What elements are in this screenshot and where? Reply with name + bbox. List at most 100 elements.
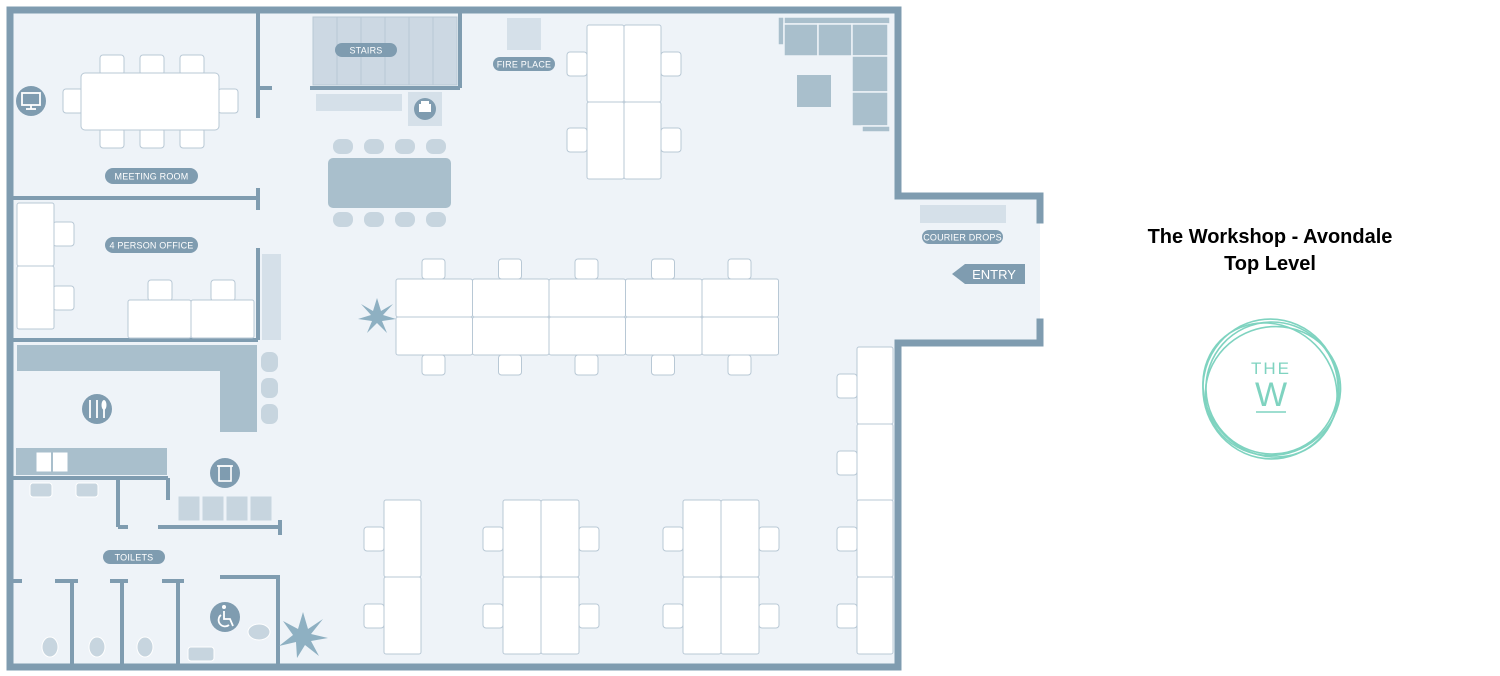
desk (502, 576, 542, 655)
label-fire-place: FIRE PLACE (493, 57, 555, 71)
chair (727, 354, 752, 376)
desk (540, 499, 580, 578)
desk (472, 278, 550, 318)
desk-group (363, 24, 894, 655)
storage-cabinet (262, 254, 281, 340)
lounge-sofa (777, 16, 891, 133)
chair (758, 603, 780, 629)
chair (727, 258, 752, 280)
coffee-table (797, 75, 831, 107)
chair (578, 603, 600, 629)
desk (586, 24, 625, 103)
printer-icon (414, 98, 436, 120)
chair (660, 51, 682, 77)
chair (651, 258, 675, 280)
desk (623, 101, 662, 180)
chair (578, 526, 600, 552)
entry-sign: ENTRY (952, 264, 1025, 284)
wheelchair-icon (210, 602, 240, 632)
map-subtitle: Top Level (1224, 253, 1316, 275)
svg-text:TOILETS: TOILETS (115, 553, 154, 563)
desk (856, 499, 894, 578)
logo-text-w: W (1255, 376, 1287, 414)
svg-text:COURIER DROPS: COURIER DROPS (923, 233, 1002, 243)
chair (836, 373, 858, 399)
desk (548, 278, 626, 318)
chair (662, 526, 684, 552)
label-stairs: STAIRS (335, 43, 397, 57)
chair (651, 354, 675, 376)
svg-text:ENTRY: ENTRY (972, 267, 1016, 282)
desk (472, 316, 550, 356)
desk (502, 499, 542, 578)
chair (498, 354, 522, 376)
map-title: The Workshop - Avondale (1147, 226, 1393, 248)
kitchen-stools (261, 352, 278, 424)
interior-walls (13, 13, 462, 664)
chair (574, 258, 599, 280)
chair (363, 526, 385, 552)
office-furniture (16, 202, 255, 339)
chair (836, 450, 858, 476)
bench-stools (333, 139, 446, 227)
chair (498, 258, 522, 280)
desk (395, 316, 473, 356)
chair (836, 526, 858, 552)
chair (566, 51, 588, 77)
fire-place (507, 18, 541, 50)
kitchen-cutlery-icon (82, 394, 112, 424)
desk (625, 278, 703, 318)
desk (540, 576, 580, 655)
lockers (177, 495, 273, 522)
chair (482, 526, 504, 552)
chair (836, 603, 858, 629)
desk (395, 278, 473, 318)
stair-landing (316, 94, 402, 111)
toilet-fixtures (29, 482, 271, 662)
label-toilets: TOILETS (103, 550, 165, 564)
chair (363, 603, 385, 629)
desk (383, 576, 422, 655)
desk (701, 278, 779, 318)
monitor-icon (16, 86, 46, 116)
label-meeting-room: MEETING ROOM (105, 168, 198, 184)
courier-shelf (920, 205, 1006, 223)
svg-text:4 PERSON OFFICE: 4 PERSON OFFICE (109, 241, 193, 251)
desk (623, 24, 662, 103)
plant-icon (279, 612, 328, 658)
meeting-table (80, 72, 220, 131)
desk (720, 499, 760, 578)
desk (856, 576, 894, 655)
desk (383, 499, 422, 578)
label-courier-drops: COURIER DROPS (922, 230, 1003, 244)
bench-table (328, 158, 451, 208)
desk (856, 423, 894, 502)
desk (682, 499, 722, 578)
chair (421, 258, 446, 280)
desk (720, 576, 760, 655)
desk (548, 316, 626, 356)
svg-text:FIRE PLACE: FIRE PLACE (497, 60, 552, 70)
chair (758, 526, 780, 552)
chair (421, 354, 446, 376)
svg-text:MEETING ROOM: MEETING ROOM (115, 172, 189, 182)
the-w-logo: THE W (1202, 318, 1342, 460)
chair (660, 127, 682, 153)
desk (856, 346, 894, 425)
chair (574, 354, 599, 376)
desk (586, 101, 625, 180)
chair (482, 603, 504, 629)
desk (682, 576, 722, 655)
kitchen-counter (17, 345, 257, 432)
logo-text-the: THE (1251, 359, 1291, 378)
label-4-person-office: 4 PERSON OFFICE (105, 237, 198, 253)
chair (662, 603, 684, 629)
svg-text:STAIRS: STAIRS (349, 46, 382, 56)
desk (701, 316, 779, 356)
bin-icon (210, 458, 240, 488)
outer-walls (6, 6, 1044, 671)
desk (625, 316, 703, 356)
chair (566, 127, 588, 153)
plant-icon (358, 298, 396, 333)
